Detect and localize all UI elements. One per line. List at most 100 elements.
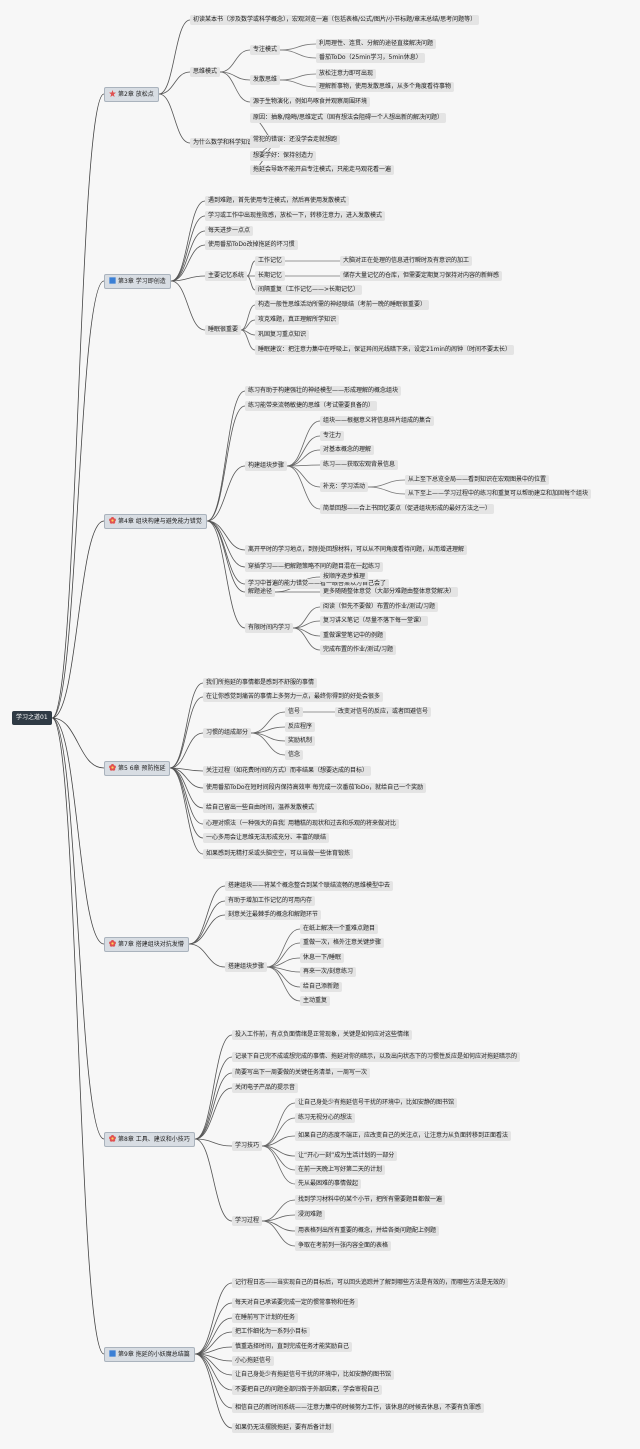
- chapter-node[interactable]: 第7章 搭建组块对抗发懵: [104, 936, 189, 952]
- subtopic-node[interactable]: 让“开心一刻”成为生活计划的一部分: [295, 1151, 398, 1161]
- chapter-node[interactable]: 第4章 组块构建与避免能力错觉: [104, 513, 207, 529]
- subtopic-node[interactable]: 构造一般性思维活动所需的神经联结（考前一晚的睡眠很重要）: [255, 300, 430, 310]
- topic-node[interactable]: 搭建组块——将某个概念整合到某个联结流畅的思维模型中去: [225, 881, 394, 891]
- subtopic-node[interactable]: 先从最困难的事情做起: [295, 1179, 362, 1189]
- topic-node[interactable]: 学习或工作中出现挫败感，放松一下，转移注意力，进入发散模式: [205, 211, 386, 221]
- subtopic-node[interactable]: 在前一天晚上写好第二天的计划: [295, 1165, 386, 1175]
- subtopic-node[interactable]: 间隔重复（工作记忆——>长期记忆）: [255, 285, 363, 295]
- subtopic-node[interactable]: 反应程序: [285, 722, 316, 732]
- topic-node[interactable]: 在睡前写下计划的任务: [232, 1313, 299, 1323]
- topic-node[interactable]: 每天进步一点点: [205, 226, 254, 236]
- topic-node[interactable]: 刻意关注最棘手的概念和解题环节: [225, 910, 322, 920]
- detail-node[interactable]: 从上至下总览全局——看到知识在宏观图景中的位置: [405, 475, 550, 485]
- topic-node[interactable]: 使用番茄ToDo改掉拖延的坏习惯: [205, 240, 298, 250]
- subtopic-node[interactable]: 补充：学习活动: [320, 482, 369, 492]
- subtopic-node[interactable]: 用表格列出所有重要的概念，并给各类问题配上例题: [295, 1226, 440, 1236]
- subtopic-node[interactable]: 组块——根据意义将信息碎片组成的集合: [320, 416, 435, 426]
- topic-node[interactable]: 学习中普遍的能力错觉——看一眼答案以为自己会了: [245, 579, 390, 589]
- topic-node[interactable]: 一心多用会让思维无法形成充分、丰富的联结: [203, 833, 330, 843]
- topic-node[interactable]: 练习能带来流畅敏捷的思维（考试需要良备的）: [245, 401, 378, 411]
- subtopic-node[interactable]: 睡眠建议：把注意力集中在呼吸上，保证异间光线暗下来，设定21min的闹钟（时间不…: [255, 345, 514, 355]
- topic-node[interactable]: 投入工作前，有点负面情绪是正常现象，关键是如何应对这些情绪: [232, 1030, 413, 1040]
- subtopic-node[interactable]: 简单回想——合上书回忆要点（促进组块形成的最好方法之一）: [320, 504, 495, 514]
- topic-node[interactable]: 每天对自己承诺要完成一定的惯常事物和任务: [232, 1298, 359, 1308]
- subtopic-node[interactable]: 练习——获取宏观背景信息: [320, 460, 399, 470]
- subtopic-node[interactable]: 发散思维: [250, 75, 281, 85]
- detail-node[interactable]: 储存大量记忆的仓库，但需要定期复习保持对内容的新鲜感: [340, 271, 503, 281]
- subtopic-node[interactable]: 重做课堂笔记中的例题: [320, 631, 387, 641]
- subtopic-node[interactable]: 巩固复习重点知识: [255, 330, 310, 340]
- topic-node[interactable]: 穿插学习——把解题策略不同的题目混在一起练习: [245, 562, 384, 572]
- topic-node[interactable]: 给自己留出一些自由时间，温养发散模式: [203, 803, 318, 813]
- topic-node[interactable]: 把工作细化为一系列小目标: [232, 1327, 311, 1337]
- subtopic-node[interactable]: 常犯的错误：还没学会走就想跑: [250, 135, 341, 145]
- subtopic-node[interactable]: 重做一次，格外注意关键步骤: [300, 938, 385, 948]
- topic-node[interactable]: 让自己身处少有拖延信号干扰的环境中，比如安静的图书馆: [232, 1370, 395, 1380]
- subtopic-node[interactable]: 专注力: [320, 431, 345, 441]
- subtopic-node[interactable]: 对基本概念的理解: [320, 445, 375, 455]
- topic-node[interactable]: 学习技巧: [232, 1141, 263, 1151]
- subtopic-node[interactable]: 工作记忆: [255, 256, 286, 266]
- topic-node[interactable]: 心理对照法（一种强大的自我激励方法）: [203, 819, 318, 829]
- topic-node[interactable]: 关闭电子产品的提示音: [232, 1083, 299, 1093]
- topic-node[interactable]: 记行程日志——当实现自己的目标后，可以回头追踪并了解到哪些方法是有效的，而哪些方…: [232, 1278, 509, 1288]
- subtopic-node[interactable]: 在纸上解决一个重难点题目: [300, 924, 379, 934]
- topic-node[interactable]: 习惯的组成部分: [203, 728, 252, 738]
- subtopic-node[interactable]: 信念: [285, 750, 304, 760]
- subtopic-node[interactable]: 长期记忆: [255, 271, 286, 281]
- subtopic-node[interactable]: 找到学习材料中的某个小节，把所有需要题目都做一遍: [295, 1195, 446, 1205]
- chapter-node[interactable]: 第9章 拖延的小妖魔总结篇: [104, 1346, 195, 1362]
- topic-node[interactable]: 离开平时的学习地点，到别处回想材料，可以从不同角度看待问题，从而增进理解: [245, 545, 468, 555]
- topic-node[interactable]: 遇到难题，首先使用专注模式，然后再使用发散模式: [205, 196, 350, 206]
- detail-node[interactable]: 放松注意力即可出现: [316, 69, 377, 79]
- topic-node[interactable]: 如果感到无精打采或头脑空空，可以当做一些体育锻炼: [203, 849, 354, 859]
- subtopic-node[interactable]: 按顺序逐步推理: [320, 572, 369, 582]
- chapter-node[interactable]: 第3章 学习即创造: [104, 273, 171, 289]
- topic-node[interactable]: 睡眠很重要: [205, 325, 242, 335]
- subtopic-node[interactable]: 拖延会导致不能开启专注模式，只能走马观花看一遍: [250, 165, 395, 175]
- subtopic-node[interactable]: 信号: [285, 707, 304, 717]
- chapter-node[interactable]: 第5 6章 预防拖延: [104, 760, 171, 776]
- topic-node[interactable]: 不要把自己的问题全部归咎于外部因素，学会审视自己: [232, 1385, 383, 1395]
- subtopic-node[interactable]: 更多随随整体意觉（大部分难题由整体意觉解决）: [320, 587, 459, 597]
- subtopic-node[interactable]: 奖励机制: [285, 736, 316, 746]
- root-topic[interactable]: 学习之道01: [12, 711, 52, 725]
- topic-node[interactable]: 初读某本书（涉及数学或科学概念），宏观浏览一遍（包括表格/公式/图片/小节标题/…: [190, 15, 480, 25]
- chapter-node[interactable]: 第8章 工具、建议和小技巧: [104, 1131, 195, 1147]
- topic-node[interactable]: 有限时间内学习: [245, 623, 294, 633]
- subtopic-node[interactable]: 完成布置的作业/测试/习题: [320, 645, 397, 655]
- subtopic-node[interactable]: 休息一下/睡眠: [300, 953, 345, 963]
- detail-node[interactable]: 从下至上——学习过程中的练习和重复可以帮助建立和加固每个组块: [405, 489, 592, 499]
- topic-node[interactable]: 简要写出下一周要做的关键任务清单，一周写一次: [232, 1068, 371, 1078]
- topic-node[interactable]: 我们所拖延的事情都是感到不舒服的事情: [203, 678, 318, 688]
- subtopic-node[interactable]: 攻克难题，真正理解所学知识: [255, 315, 340, 325]
- subtopic-node[interactable]: 给自己添新题: [300, 982, 343, 992]
- detail-node[interactable]: 理解新事物，使用发散思维，从多个角度看待事物: [316, 82, 455, 92]
- subtopic-node[interactable]: 阅读（但先不要做）布置的作业/测试/习题: [320, 602, 439, 612]
- subtopic-node[interactable]: 专注模式: [250, 45, 281, 55]
- topic-node[interactable]: 主要记忆系统: [205, 271, 248, 281]
- subtopic-node[interactable]: 如果自己的态度不端正，应改变自己的关注点，让注意力从负面转移到正面看法: [295, 1131, 512, 1141]
- topic-node[interactable]: 思维模式: [190, 67, 221, 77]
- subtopic-node[interactable]: 练习无视分心的想法: [295, 1113, 356, 1123]
- detail-node[interactable]: 大脑对正在处理的信息进行瞬时及有意识的加工: [340, 256, 473, 266]
- subtopic-node[interactable]: 想要学好：保持创造力: [250, 151, 317, 161]
- topic-node[interactable]: 有助于增加工作记忆的可用内存: [225, 896, 316, 906]
- topic-node[interactable]: 小心拖延信号: [232, 1356, 275, 1366]
- topic-node[interactable]: 如果仍无法摆脱拖延，要有后备计划: [232, 1423, 335, 1433]
- subtopic-node[interactable]: 主动重复: [300, 996, 331, 1006]
- topic-node[interactable]: 相信自己的新时间系统——注意力集中的时候努力工作，该休息的时候去休息，不要有负罪…: [232, 1403, 485, 1413]
- detail-node[interactable]: 改变对信号的反应，或者回避信号: [335, 707, 432, 717]
- topic-node[interactable]: 练习有助于构建强壮的神经模型——形成理解的概念组块: [245, 386, 402, 396]
- topic-node[interactable]: 构建组块步骤: [245, 461, 288, 471]
- topic-node[interactable]: 关注过程（如花费时间的方式）而非结果（想要达成的目标）: [203, 766, 372, 776]
- topic-node[interactable]: 在让你感觉到痛苦的事情上多努力一点，最终你得到的好处会很多: [203, 692, 384, 702]
- subtopic-node[interactable]: 争取在考前列一张内容全面的表格: [295, 1241, 392, 1251]
- chapter-node[interactable]: 第2章 放松点: [104, 86, 159, 102]
- topic-node[interactable]: 为什么数学和科学知识更难对付: [190, 138, 281, 148]
- subtopic-node[interactable]: 浸润难题: [295, 1210, 326, 1220]
- subtopic-node[interactable]: 用糟糕的现状和过去和乐观的将来做对比: [285, 819, 400, 829]
- topic-node[interactable]: 解题途径: [245, 587, 276, 597]
- topic-node[interactable]: 学习过程: [232, 1216, 263, 1226]
- detail-node[interactable]: 番茄ToDo（25min学习，5min休息）: [316, 53, 425, 63]
